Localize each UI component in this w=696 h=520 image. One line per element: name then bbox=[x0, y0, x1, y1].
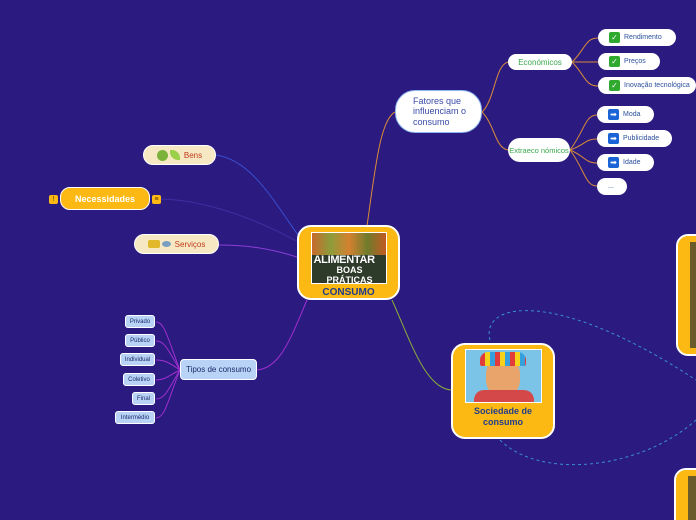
topic-sociedade-de-consumo[interactable]: Sociedade de consumo bbox=[451, 343, 555, 439]
offscreen-topic-image bbox=[688, 476, 696, 520]
link-central-serv bbox=[218, 244, 301, 259]
check-icon: ✓ bbox=[609, 80, 620, 91]
leaf-moda[interactable]: ➡ Moda bbox=[597, 106, 654, 123]
servicos-label: Serviços bbox=[174, 239, 206, 249]
topic-tipos-de-consumo[interactable]: Tipos de consumo bbox=[180, 359, 257, 380]
link-extra-etc bbox=[569, 149, 598, 187]
topic-necessidades[interactable]: Necessidades bbox=[60, 187, 150, 210]
link-central-tipos bbox=[256, 299, 308, 371]
leaf-idade[interactable]: ➡ Idade bbox=[597, 154, 654, 171]
alert-icon[interactable]: ! bbox=[49, 195, 58, 204]
leaf-label: Idade bbox=[623, 159, 641, 166]
arrow-right-icon: ➡ bbox=[608, 157, 619, 168]
link-tipos-sub5 bbox=[155, 369, 181, 400]
leaf-inovacao-tecnologica[interactable]: ✓ Inovação tecnológica bbox=[598, 77, 696, 94]
link-fatores-econ bbox=[481, 61, 509, 113]
leaf-rendimento[interactable]: ✓ Rendimento bbox=[598, 29, 676, 46]
link-econ-rend bbox=[571, 37, 599, 63]
subtopic-publico[interactable]: Público bbox=[125, 334, 155, 347]
leaf-icon bbox=[169, 150, 180, 160]
topic-servicos[interactable]: Serviços bbox=[134, 234, 219, 254]
goods-icon bbox=[156, 149, 168, 161]
link-tipos-sub3 bbox=[155, 359, 181, 371]
bus-icon bbox=[147, 240, 160, 248]
topic-fatores[interactable]: Fatores que influenciam o consumo bbox=[395, 90, 482, 133]
subtopic-intermedio[interactable]: Intermédio bbox=[115, 411, 155, 424]
topic-extraeconomicos[interactable]: Extraeco nómicos bbox=[508, 138, 570, 162]
leaf-label: Rendimento bbox=[624, 34, 662, 41]
leaf-label: Publicidade bbox=[623, 135, 660, 142]
central-topic-consumo[interactable]: ALIMENTAR BOAS PRÁTICAS CONSUMO bbox=[297, 225, 400, 300]
subtopic-coletivo[interactable]: Coletivo bbox=[123, 373, 155, 386]
link-extra-idade bbox=[569, 149, 598, 164]
link-fatores-extra bbox=[481, 111, 509, 151]
topic-bens[interactable]: Bens bbox=[143, 145, 216, 165]
leaf-precos[interactable]: ✓ Preços bbox=[598, 53, 660, 70]
bens-label: Bens bbox=[183, 150, 203, 160]
offscreen-topic-bottom[interactable] bbox=[674, 468, 696, 520]
leaf-label: ... bbox=[608, 183, 614, 190]
hat-shape bbox=[479, 352, 526, 366]
subtopic-final[interactable]: Final bbox=[132, 392, 155, 405]
subtopic-individual[interactable]: Individual bbox=[120, 353, 155, 366]
link-tipos-sub2 bbox=[155, 340, 181, 371]
central-topic-label: CONSUMO bbox=[322, 287, 375, 298]
leaf-publicidade[interactable]: ➡ Publicidade bbox=[597, 130, 672, 147]
notes-icon[interactable]: ≡ bbox=[152, 195, 161, 204]
leaf-label: Preços bbox=[624, 58, 646, 65]
link-central-bens bbox=[215, 154, 301, 239]
link-extra-pub bbox=[569, 138, 598, 151]
arrow-right-icon: ➡ bbox=[608, 109, 619, 120]
image-subtitle-text: BOAS PRÁTICAS bbox=[326, 265, 373, 284]
body-shape bbox=[473, 390, 534, 402]
link-central-fatores bbox=[366, 111, 396, 227]
link-central-sociedade bbox=[391, 299, 452, 391]
leaf-label: Moda bbox=[623, 111, 641, 118]
offscreen-topic-top[interactable] bbox=[676, 234, 696, 356]
sociedade-label: Sociedade de consumo bbox=[473, 406, 533, 427]
central-topic-image: ALIMENTAR BOAS PRÁTICAS bbox=[310, 232, 387, 284]
link-econ-inov bbox=[571, 61, 599, 87]
image-title-text: ALIMENTAR bbox=[313, 254, 376, 266]
eye-icon bbox=[161, 241, 171, 247]
link-tipos-sub6 bbox=[155, 369, 181, 419]
leaf-label: Inovação tecnológica bbox=[624, 82, 690, 89]
check-icon: ✓ bbox=[609, 32, 620, 43]
link-extra-moda bbox=[569, 114, 598, 151]
subtopic-privado[interactable]: Privado bbox=[125, 315, 155, 328]
offscreen-topic-image bbox=[690, 242, 696, 348]
vegetables-picture bbox=[311, 233, 386, 255]
link-tipos-sub1 bbox=[155, 321, 181, 371]
topic-economicos[interactable]: Económicos bbox=[508, 54, 572, 70]
leaf-more[interactable]: ... bbox=[597, 178, 627, 195]
arrow-right-icon: ➡ bbox=[608, 133, 619, 144]
consumer-illustration bbox=[464, 349, 542, 403]
link-central-nec bbox=[160, 198, 301, 244]
link-tipos-sub4 bbox=[155, 369, 181, 381]
dashed-relation bbox=[488, 310, 696, 466]
check-icon: ✓ bbox=[609, 56, 620, 67]
